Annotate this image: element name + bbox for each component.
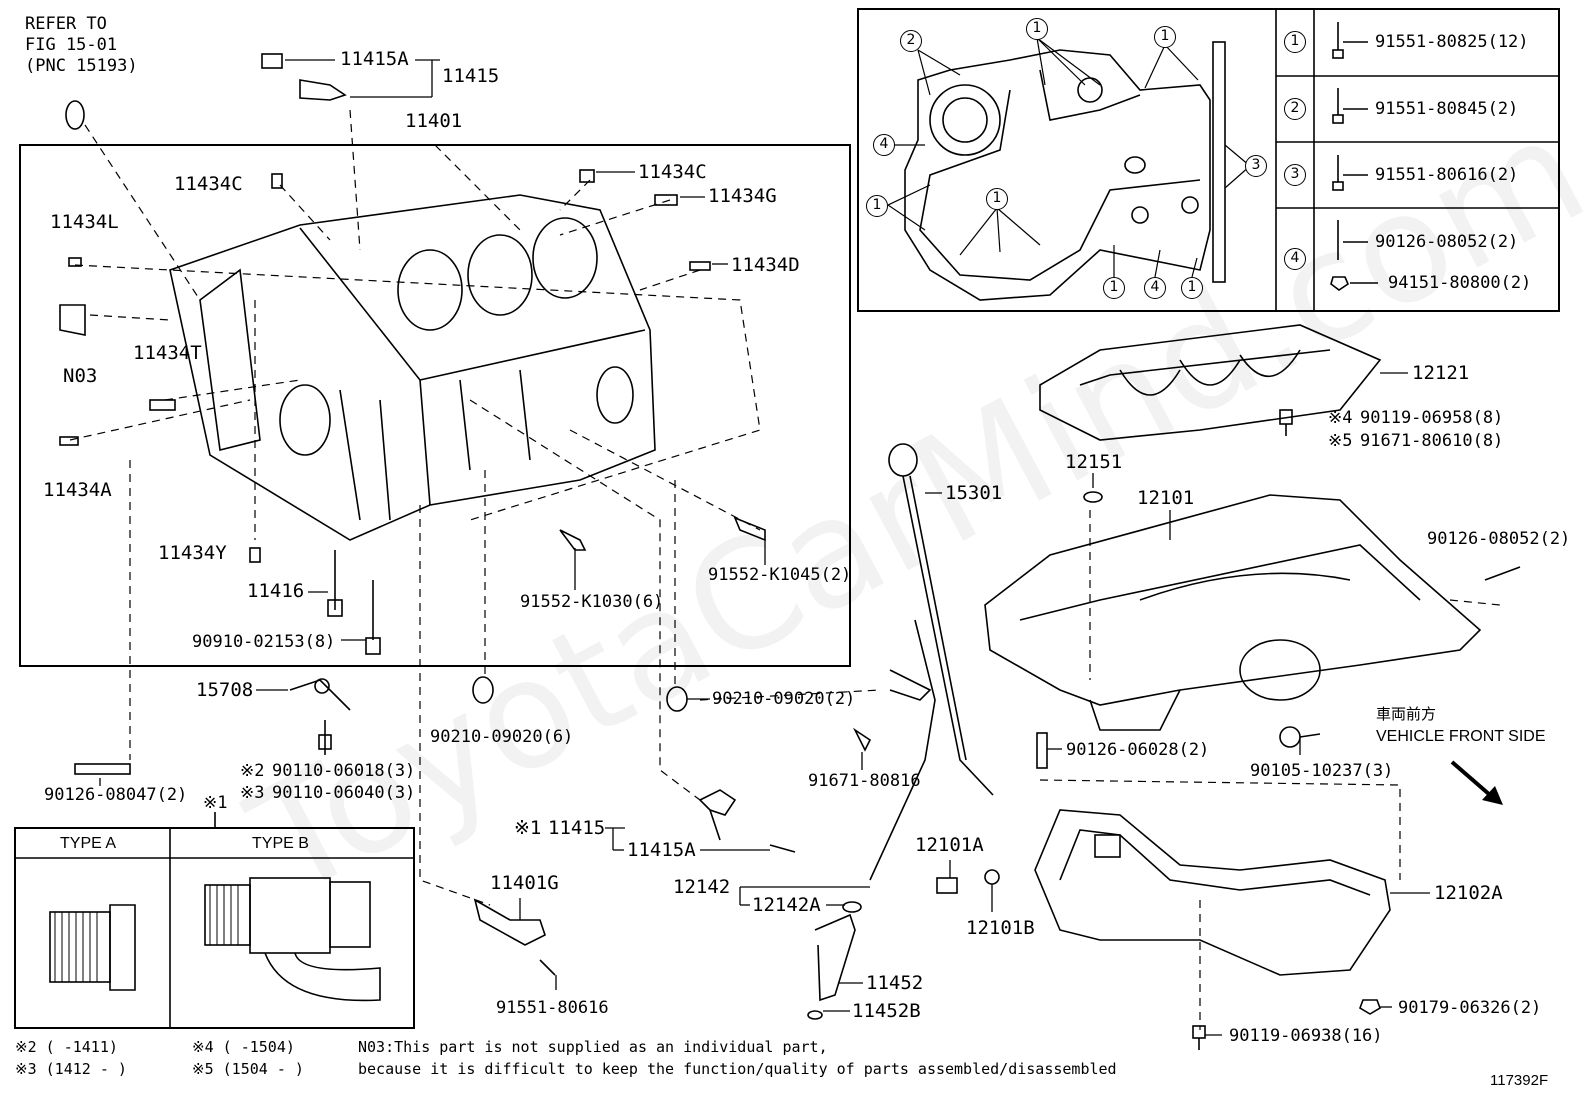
part-label[interactable]: 91552-K1030(6) — [520, 592, 664, 612]
callout-circle: 3 — [1245, 155, 1267, 177]
callout-circle: 1 — [1103, 277, 1125, 299]
part-label[interactable]: 90105-10237(3) — [1250, 761, 1394, 781]
part-label[interactable]: 12121 — [1412, 362, 1470, 384]
part-label[interactable]: 90119-06958(8) — [1360, 408, 1504, 428]
part-label[interactable]: 90126-06028(2) — [1066, 740, 1210, 760]
refer-line-3: (PNC 15193) — [25, 56, 138, 76]
part-label[interactable]: 11434T — [133, 342, 202, 364]
part-label[interactable]: 90210-09020(6) — [430, 727, 574, 747]
part-label[interactable]: 11415 — [442, 65, 500, 87]
bolt-table-part[interactable]: 90126-08052(2) — [1375, 232, 1519, 252]
part-label[interactable]: 11401G — [490, 872, 559, 894]
part-label[interactable]: 90119-06938(16) — [1229, 1026, 1383, 1046]
footnote: ※3 (1412 - ) — [15, 1060, 127, 1078]
part-label[interactable]: 12101A — [915, 834, 984, 856]
part-label[interactable]: 15708 — [196, 679, 254, 701]
part-label[interactable]: 15301 — [945, 482, 1003, 504]
callout-circle: 1 — [866, 195, 888, 217]
part-label[interactable]: 91551-80616 — [496, 998, 609, 1018]
front-label-jp: 車両前方 — [1376, 706, 1437, 723]
part-label[interactable]: 90110-06018(3) — [272, 761, 416, 781]
bolt-table-part[interactable]: 91551-80825(12) — [1375, 32, 1529, 52]
front-label-en: VEHICLE FRONT SIDE — [1376, 728, 1546, 745]
bolt-table-num: 2 — [1284, 98, 1306, 120]
refer-line-1: REFER TO — [25, 14, 107, 34]
note-mark: ※5 — [1328, 431, 1353, 451]
bolt-table-num: 1 — [1284, 31, 1306, 53]
bolt-table-part[interactable]: 91551-80845(2) — [1375, 99, 1519, 119]
part-label[interactable]: 12102A — [1434, 882, 1503, 904]
part-label[interactable]: 11452 — [866, 972, 924, 994]
footnote: ※2 ( -1411) — [15, 1038, 118, 1056]
note-mark: ※4 — [1328, 408, 1353, 428]
bolt-table-num: 3 — [1284, 164, 1306, 186]
part-label[interactable]: 11434Y — [158, 542, 227, 564]
type-a-header: TYPE A — [60, 835, 117, 852]
bolt-table-part[interactable]: 91551-80616(2) — [1375, 165, 1519, 185]
part-label[interactable]: 90126-08052(2) — [1427, 529, 1571, 549]
footnote-n03: N03:This part is not supplied as an indi… — [358, 1038, 828, 1056]
callout-circle: 1 — [1181, 277, 1203, 299]
part-label[interactable]: 12101B — [966, 917, 1035, 939]
callout-circle: 4 — [873, 134, 895, 156]
part-label[interactable]: 12142 — [673, 876, 731, 898]
figure-number: 117392F — [1490, 1072, 1549, 1089]
part-label[interactable]: 90126-08047(2) — [44, 785, 188, 805]
part-label[interactable]: 91671-80816 — [808, 771, 921, 791]
part-label[interactable]: 11415A — [340, 48, 409, 70]
callout-circle: 2 — [900, 30, 922, 52]
part-label[interactable]: 90110-06040(3) — [272, 783, 416, 803]
note-mark: ※1 — [203, 793, 228, 813]
part-label[interactable]: 11416 — [247, 580, 305, 602]
part-label[interactable]: 90910-02153(8) — [192, 632, 336, 652]
note-mark: ※1 — [514, 817, 542, 839]
note-mark: ※2 — [240, 761, 265, 781]
footnote-n03: because it is difficult to keep the func… — [358, 1060, 1117, 1078]
type-b-header: TYPE B — [252, 835, 309, 852]
footnote: ※5 (1504 - ) — [192, 1060, 304, 1078]
part-label[interactable]: 11434G — [708, 185, 777, 207]
part-label[interactable]: 11434C — [174, 173, 243, 195]
bolt-table-part[interactable]: 94151-80800(2) — [1388, 273, 1532, 293]
part-label[interactable]: 90210-09020(2) — [712, 689, 856, 709]
part-label[interactable]: N03 — [63, 365, 98, 387]
part-label[interactable]: 12142A — [752, 894, 821, 916]
callout-circle: 1 — [1026, 18, 1048, 40]
part-label[interactable]: 12151 — [1065, 451, 1123, 473]
footnote: ※4 ( -1504) — [192, 1038, 295, 1056]
part-label[interactable]: 11434C — [638, 161, 707, 183]
part-label[interactable]: 90179-06326(2) — [1398, 998, 1542, 1018]
part-label[interactable]: 11452B — [852, 1000, 921, 1022]
bolt-table-num: 4 — [1284, 248, 1306, 270]
callout-circle: 1 — [1154, 26, 1176, 48]
part-label[interactable]: 11434A — [43, 479, 112, 501]
part-label[interactable]: 91552-K1045(2) — [708, 565, 852, 585]
part-label[interactable]: 91671-80610(8) — [1360, 431, 1504, 451]
part-label[interactable]: 12101 — [1137, 487, 1195, 509]
callout-circle: 4 — [1144, 277, 1166, 299]
part-label[interactable]: 11401 — [405, 110, 463, 132]
callout-circle: 1 — [986, 188, 1008, 210]
part-label[interactable]: 11415A — [627, 839, 696, 861]
part-label[interactable]: 11434L — [50, 211, 119, 233]
part-label[interactable]: 11415 — [548, 817, 606, 839]
note-mark: ※3 — [240, 783, 265, 803]
refer-line-2: FIG 15-01 — [25, 35, 118, 55]
part-label[interactable]: 11434D — [731, 254, 800, 276]
